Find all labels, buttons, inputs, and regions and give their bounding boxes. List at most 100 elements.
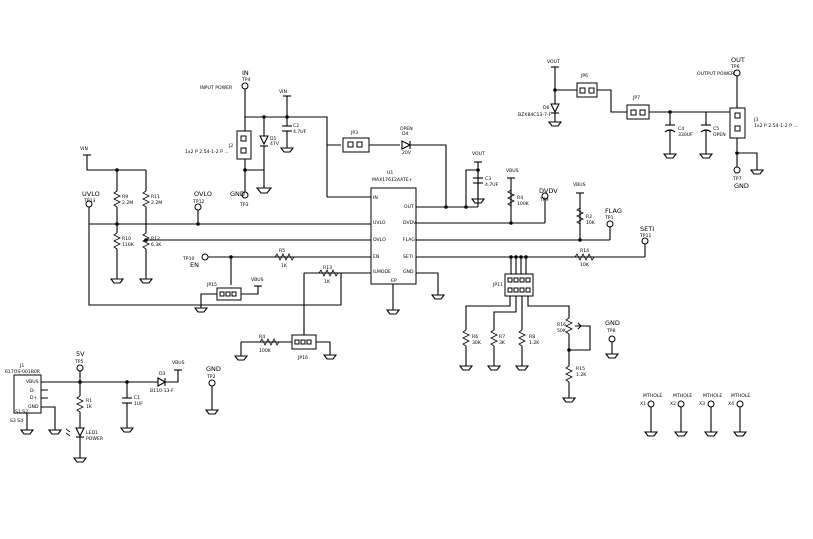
pin-seti: SETI — [403, 254, 413, 260]
label-tp5: TP5 — [74, 359, 84, 365]
label-r13v: 1K — [324, 279, 331, 285]
label-d6: D6 — [543, 105, 550, 111]
label-led1: LED1 — [86, 430, 98, 436]
current-select-section: JP11 R6 30K R7 3K R8 1.2K R16 50K — [458, 257, 620, 403]
enable-section: TP10 EN R5 1K JP15 VBUS R13 1K JP16 R4 — [182, 248, 371, 361]
label-j1-vbus: VBUS — [26, 379, 39, 385]
label-x4: X4 — [728, 401, 734, 407]
mounting-hole-x4 — [736, 400, 744, 408]
label-r14: R14 — [580, 248, 589, 254]
label-j2-ref: 1x2 P 2.54-1-2 P ... — [185, 149, 229, 155]
label-r2v: 10K — [586, 220, 596, 226]
label-mh1: MTHOLE — [643, 393, 662, 399]
label-r8v: 1.2K — [529, 340, 540, 346]
label-tp2: TP2 — [206, 374, 216, 380]
test-point-tp11[interactable] — [641, 237, 649, 245]
test-point-tp10[interactable] — [201, 253, 209, 261]
label-r4b: R4 — [259, 334, 265, 340]
label-c2: C2 — [293, 123, 299, 129]
label-ovlo: OVLO — [194, 190, 212, 198]
jumper-jp11[interactable] — [504, 273, 534, 297]
ic-u1-body[interactable] — [370, 187, 417, 285]
pin-dvdv: DVDV — [403, 220, 417, 226]
label-jp16: JP16 — [297, 355, 308, 361]
jumper-jp3[interactable] — [342, 137, 370, 153]
test-point-tp8[interactable] — [608, 335, 616, 343]
label-r10v: 116K — [122, 242, 135, 248]
label-in: IN — [242, 69, 249, 77]
label-x3: X3 — [699, 401, 705, 407]
label-c3v: 4.7UF — [485, 182, 499, 188]
label-tp9: TP9 — [539, 197, 549, 203]
label-r10: R10 — [122, 236, 131, 242]
label-r15v: 1.2K — [576, 372, 587, 378]
mounting-hole-x1 — [647, 400, 655, 408]
label-tp12: TP12 — [192, 199, 204, 205]
mounting-hole-x2 — [677, 400, 685, 408]
pin-ilmode: ILMODE — [373, 269, 391, 275]
label-mh3: MTHOLE — [703, 393, 722, 399]
label-r4: R4 — [517, 195, 523, 201]
label-r9v: 2.2M — [122, 200, 133, 206]
label-r1v: 1K — [86, 404, 93, 410]
label-j1-shield2: S3 S4 — [10, 418, 23, 424]
label-en: EN — [190, 261, 199, 269]
output-section: VOUT D6 BZX84C13-7-F JP6 JP7 C4 330UF — [518, 56, 798, 190]
connector-j1 — [13, 374, 42, 414]
label-gnd-tp8: GND — [605, 319, 620, 327]
label-tp1: TP1 — [604, 215, 614, 221]
label-tp8: TP8 — [606, 328, 616, 334]
connector-j2 — [236, 130, 252, 160]
label-input-power: INPUT POWER — [200, 85, 233, 91]
test-point-tp2[interactable] — [208, 379, 216, 387]
test-point-tp9[interactable] — [541, 192, 549, 200]
label-r16v: 50K — [557, 328, 567, 334]
label-d3: D3 — [159, 371, 166, 377]
usb-input-section: J1 617OS-001B0R VBUS D- D+ GND S1 S2 S3 … — [5, 350, 221, 463]
label-r8: R8 — [529, 334, 535, 340]
label-mh4: MTHOLE — [731, 393, 750, 399]
label-d3v: B110-13-F — [150, 388, 174, 394]
label-c1: C1 — [134, 395, 140, 401]
label-tp10: TP10 — [182, 256, 194, 262]
label-x1: X1 — [640, 401, 646, 407]
label-j1-ref: 617OS-001B0R — [5, 369, 41, 375]
label-vbus-jp15: VBUS — [251, 277, 264, 283]
label-d4: D4 — [402, 131, 409, 137]
label-gnd-tp7: GND — [734, 182, 749, 190]
test-point-tp3[interactable] — [241, 191, 249, 199]
label-tp13: TP13 — [83, 198, 95, 204]
test-point-tp6[interactable] — [733, 69, 741, 77]
label-r7: R7 — [499, 334, 505, 340]
jumper-jp7[interactable] — [626, 104, 650, 120]
test-point-tp4[interactable] — [241, 82, 249, 90]
pin-ep: EP — [391, 278, 397, 284]
pin-in: IN — [373, 195, 378, 201]
label-r5v: 1K — [281, 263, 288, 269]
label-5v: 5V — [76, 350, 85, 358]
label-r12v: 6.3K — [151, 242, 162, 248]
label-c5: C5 — [713, 126, 719, 132]
label-vbus-r2: VBUS — [573, 182, 586, 188]
label-j2: J2 — [228, 143, 233, 149]
label-r12: R12 — [151, 236, 160, 242]
test-point-tp5[interactable] — [76, 364, 84, 372]
ic-u1: U1 MAX17612AATE+ IN UVLO OVLO EN ILMODE … — [326, 145, 654, 315]
pin-out: OUT — [404, 204, 414, 210]
test-point-tp7[interactable] — [733, 166, 741, 174]
label-j1-dminus: D- — [30, 388, 36, 394]
pin-ovlo: OVLO — [373, 237, 386, 243]
label-output-power: OUTPUT POWER — [697, 71, 735, 77]
label-tp6: TP6 — [730, 64, 740, 70]
pin-en: EN — [373, 254, 379, 260]
label-gnd-tp2: GND — [206, 365, 221, 373]
label-tp7: TP7 — [732, 176, 742, 182]
label-d4v2: 20V — [402, 150, 412, 156]
test-point-tp13[interactable] — [85, 200, 93, 208]
label-r9: R9 — [122, 194, 128, 200]
label-j1: J1 — [19, 363, 24, 369]
label-tp11: TP11 — [639, 233, 651, 239]
test-point-tp12[interactable] — [194, 203, 202, 211]
label-dvdv: DVDV — [539, 187, 558, 195]
test-point-tp1[interactable] — [606, 220, 614, 228]
